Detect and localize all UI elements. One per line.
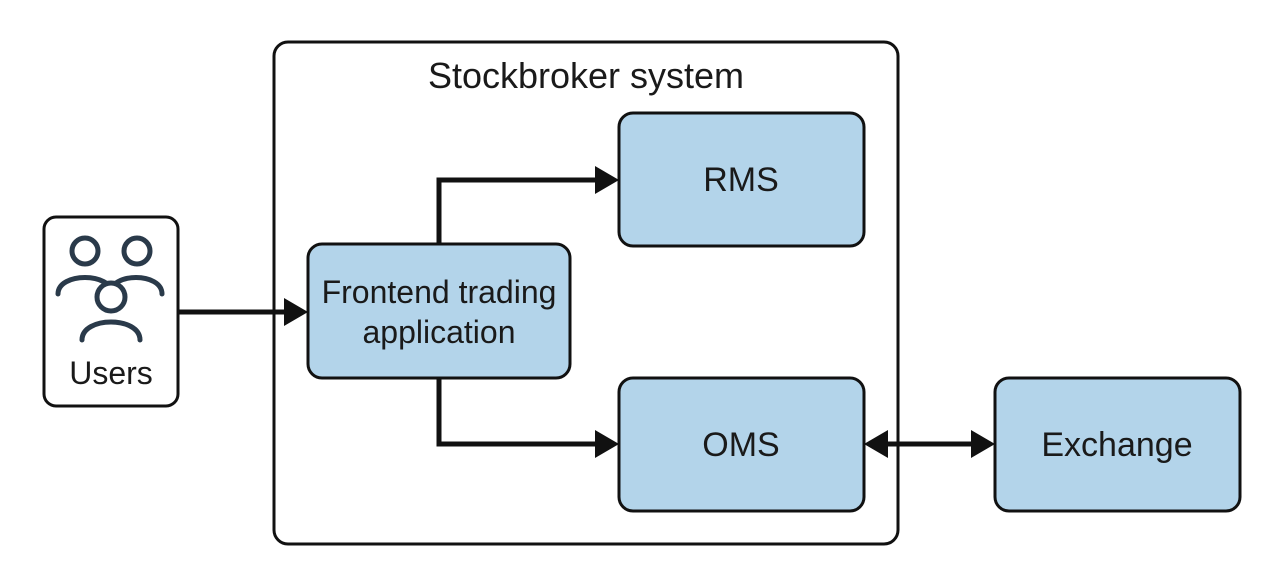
rms-label: RMS: [703, 161, 779, 199]
arrow-frontend-to-oms: [436, 378, 619, 458]
users-node: Users: [42, 215, 180, 408]
arrow-oms-exchange-bidirectional: [864, 430, 995, 458]
oms-label: OMS: [702, 426, 779, 464]
users-icon: [55, 235, 165, 343]
system-title: Stockbroker system: [428, 55, 744, 96]
exchange-node: Exchange: [993, 376, 1242, 513]
users-label: Users: [69, 355, 153, 391]
rms-node: RMS: [617, 111, 866, 248]
frontend-label-line1: Frontend trading: [322, 274, 557, 310]
frontend-label-line2: application: [363, 314, 516, 350]
oms-node: OMS: [617, 376, 866, 513]
frontend-node: Frontend trading application: [306, 242, 572, 380]
arrow-users-to-frontend: [178, 298, 308, 326]
exchange-label: Exchange: [1041, 426, 1192, 464]
arrow-frontend-to-rms: [436, 166, 619, 244]
